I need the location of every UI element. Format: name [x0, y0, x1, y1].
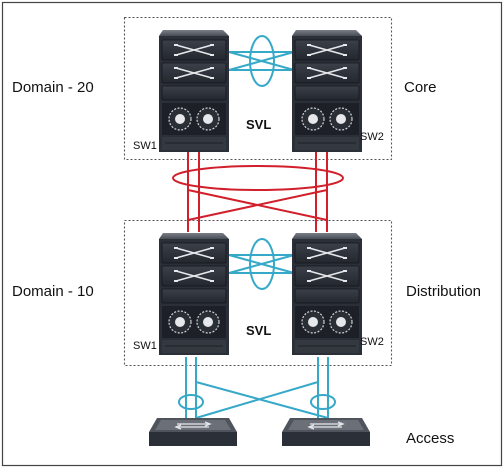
core-distribution-uplinks: [172, 150, 344, 232]
access-switch-1: [148, 417, 238, 447]
core-domain-box: [123, 16, 393, 161]
core-svl-label: SVL: [246, 117, 272, 132]
access1-etherchannel-ring: [178, 394, 204, 410]
core-sw1-label: SW1: [133, 140, 157, 152]
distribution-role-label: Distribution: [406, 283, 482, 300]
distribution-access-links: [178, 357, 336, 419]
access-layer-label: Access: [406, 430, 455, 447]
distribution-sw2-chassis: [291, 232, 363, 356]
distribution-domain-label: Domain - 10: [12, 283, 94, 300]
distribution-sw1-chassis: [158, 232, 230, 356]
uplink-cross-b: [187, 189, 328, 221]
core-sw2-label: SW2: [360, 131, 384, 143]
core-etherchannel-ring: [172, 165, 344, 191]
svl-core-link-4: [228, 51, 295, 71]
core-domain-label: Domain - 20: [12, 79, 94, 96]
distribution-svl-label: SVL: [246, 323, 272, 338]
access2-etherchannel-ring: [310, 394, 336, 410]
svl-dist-link-4: [228, 254, 295, 274]
distribution-sw2-label: SW2: [360, 336, 384, 348]
acc-link-1b: [195, 381, 329, 419]
distribution-svl-links: [228, 238, 295, 290]
core-sw1-chassis: [158, 29, 230, 153]
svl-dist-ring: [249, 238, 275, 290]
svl-core-ring: [249, 35, 275, 87]
access-switch-2: [281, 417, 371, 447]
distribution-sw1-label: SW1: [133, 340, 157, 352]
core-svl-links: [228, 35, 295, 87]
core-sw2-chassis: [291, 29, 363, 153]
distribution-domain-box: [123, 219, 393, 367]
core-role-label: Core: [404, 79, 437, 96]
acc-link-2b: [195, 381, 319, 419]
